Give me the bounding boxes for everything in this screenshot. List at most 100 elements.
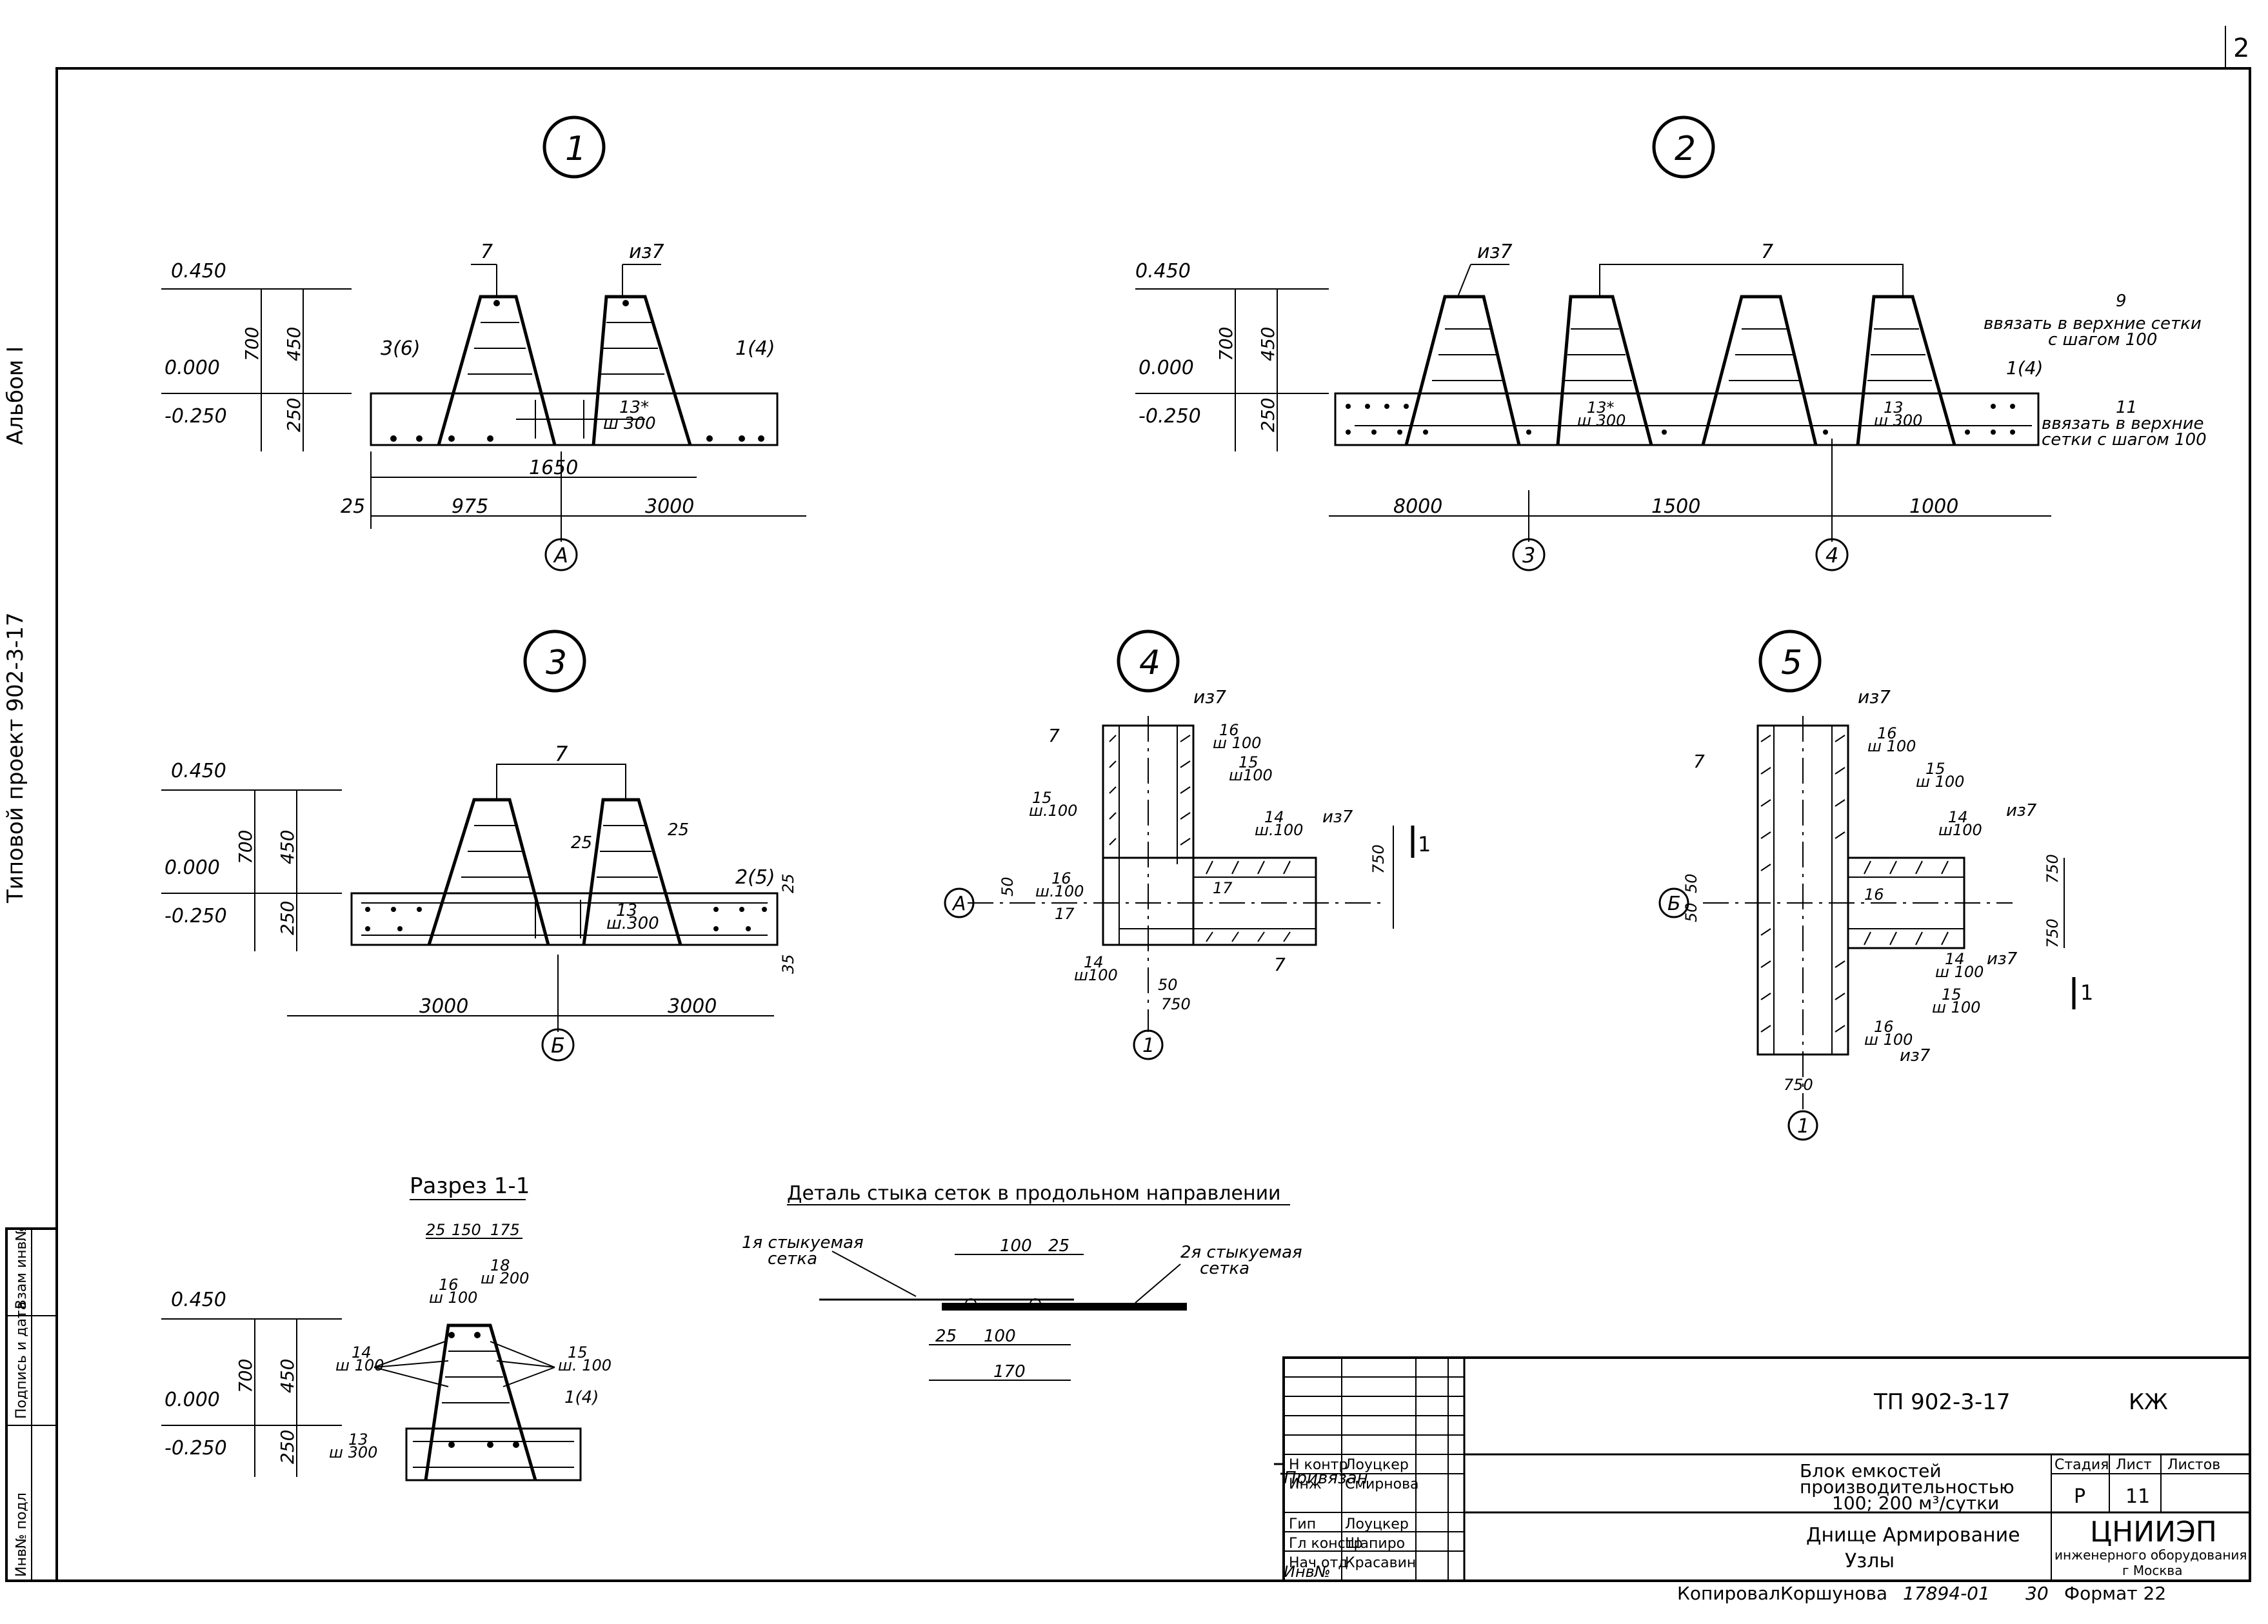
node-2-dim-c: 1000	[1909, 495, 1958, 518]
node-1-rib-left	[437, 295, 557, 446]
node-4-s16a: ш 100	[1213, 734, 1261, 752]
detail-mesh-2	[942, 1303, 1187, 1311]
node-1-title-circle	[542, 115, 606, 179]
section-label-1: 1(4)	[564, 1388, 599, 1407]
tb-sheet-title-2: Узлы	[1845, 1550, 1895, 1572]
node-4: 4 7 из7 16 ш 100 15 ш100 15 ш.100 14 ш.1…	[944, 629, 1431, 1060]
stamp-sign-date: Подпись и дата	[14, 1302, 30, 1419]
node-1-axis: А	[553, 543, 568, 568]
detail-top-100: 100	[1000, 1236, 1032, 1256]
node-5-label-15b: 15	[1942, 985, 1962, 1004]
section-rib	[424, 1323, 537, 1481]
tb-object-3: 100; 200 м³/сутки	[1832, 1492, 1999, 1514]
album-label: Альбом I	[3, 346, 28, 445]
node-4-label-14a: 14	[1264, 808, 1284, 826]
node-2-rib-4	[1856, 295, 1956, 446]
node-5-label-14b: 14	[1945, 950, 1965, 968]
node-2-axis-4-circle	[1815, 538, 1849, 571]
node-2-rib-1	[1404, 295, 1521, 446]
node-2-title-circle	[1652, 115, 1715, 179]
node-4-label-15a: 15	[1238, 753, 1258, 771]
node-5-axis-1-circle	[1787, 1110, 1818, 1141]
node-2-title: 2	[1675, 130, 1696, 168]
node-2-level-zero: 0.000	[1139, 357, 1194, 379]
tb-org-2: инженерного оборудования	[2054, 1547, 2247, 1563]
node-2-slab	[1334, 392, 2040, 446]
sheet-corner-number: 2	[2233, 34, 2249, 63]
tb-org-3: г Москва	[2122, 1563, 2182, 1578]
node-5-label-15a: 15	[1925, 760, 1945, 778]
node-2-tie11b: сетки с шагом 100	[2042, 430, 2207, 450]
tb-sheet: 11	[2125, 1485, 2150, 1508]
node-1-label-step: ш 300	[603, 414, 656, 433]
node-3-h250: 250	[277, 901, 298, 935]
section-s14: ш 100	[335, 1356, 384, 1374]
detail-left-2: сетка	[768, 1249, 817, 1269]
section-s16: ш 100	[429, 1289, 477, 1307]
node-4-slab	[1102, 857, 1317, 946]
node-4-label-iz7a: из7	[1193, 686, 1226, 708]
node-5-title-circle	[1758, 629, 1822, 693]
tb-object-1: Блок емкостей	[1800, 1460, 1942, 1481]
node-3: 3 0.450 0.000 -0.250 700 450 250 7 25 25…	[161, 629, 797, 1062]
node-2-step-a: ш 300	[1577, 411, 1626, 430]
node-2-tie9b: с шагом 100	[2048, 330, 2157, 350]
node-1-rib-right	[592, 295, 692, 446]
node-3-label-25b: 25	[668, 820, 689, 840]
node-1-dim-975: 975	[452, 495, 488, 518]
tb-object-2: производительностью	[1800, 1476, 2014, 1498]
tb-name-0: Лоуцкер	[1345, 1457, 1409, 1473]
tb-mark: КЖ	[2129, 1389, 2168, 1415]
node-2-h700: 700	[1215, 327, 1237, 361]
tb-name-3: Шапиро	[1345, 1536, 1405, 1552]
tb-role-4: Нач отд	[1289, 1555, 1348, 1571]
node-5-title: 5	[1781, 644, 1802, 682]
project-label: Типовой проект 902-3-17	[3, 612, 28, 904]
tb-sheet-h: Лист	[2116, 1457, 2152, 1473]
node-5-label-16a: 16	[1877, 724, 1897, 742]
node-5-axis-b-circle	[1658, 887, 1689, 918]
tb-name-2: Лоуцкер	[1345, 1516, 1409, 1532]
section-label-16: 16	[439, 1276, 459, 1294]
node-1-h250: 250	[283, 398, 304, 432]
node-3-step: ш.300	[606, 914, 659, 933]
node-3-level-bottom: -0.250	[164, 905, 227, 927]
node-1: 1 0.450 0.000 -0.250 700 450 250 7 из7 3…	[161, 115, 806, 571]
node-2-label-13a: 13*	[1587, 399, 1615, 417]
node-2-axis-4: 4	[1825, 543, 1838, 568]
node-3-label-7: 7	[555, 742, 568, 766]
tb-name-1: Смирнова	[1345, 1476, 1419, 1492]
node-3-h700: 700	[235, 830, 256, 864]
detail-mesh-joint: Деталь стыка сеток в продольном направле…	[742, 1182, 1302, 1381]
node-3-level-top: 0.450	[171, 760, 226, 782]
footer-num: 17894-01	[1903, 1583, 1990, 1604]
node-2-tie11a: ввязать в верхние	[2042, 414, 2203, 433]
node-2-label-1: 1(4)	[2006, 357, 2043, 379]
node-3-label-25a: 25	[571, 833, 592, 853]
detail-b-25: 25	[935, 1327, 957, 1346]
node-5-s16c: ш 100	[1864, 1031, 1913, 1049]
section-s13: ш 300	[329, 1443, 377, 1461]
node-4-s16b: ш.100	[1035, 882, 1084, 900]
node-3-d35: 35	[779, 954, 797, 974]
section-slab	[405, 1427, 582, 1481]
node-2-label-11: 11	[2116, 398, 2137, 417]
node-4-label-17b: 17	[1213, 879, 1233, 897]
tb-role-2: Гип	[1289, 1516, 1316, 1532]
node-1-label-3: 3(6)	[381, 337, 421, 360]
node-3-dim-b: 3000	[668, 995, 717, 1018]
node-3-slab	[350, 892, 779, 946]
node-5-axis-1: 1	[1797, 1115, 1809, 1138]
tb-role-1: Инж	[1289, 1476, 1322, 1492]
section-1-1: Разрез 1-1 0.450 0.000 -0.250 700 450 25…	[161, 1173, 612, 1481]
node-2-dim-b: 1500	[1651, 495, 1700, 518]
section-level-zero: 0.000	[164, 1389, 220, 1411]
node-3-label-13: 13	[616, 901, 637, 920]
node-2-label-7: 7	[1761, 241, 1773, 263]
node-5-d50a: 50	[1682, 873, 1700, 893]
tb-stage: Р	[2074, 1485, 2085, 1508]
node-5-d750b: 750	[2044, 918, 2062, 948]
section-s18: ш 200	[481, 1269, 529, 1287]
section-d175: 175	[490, 1221, 520, 1239]
